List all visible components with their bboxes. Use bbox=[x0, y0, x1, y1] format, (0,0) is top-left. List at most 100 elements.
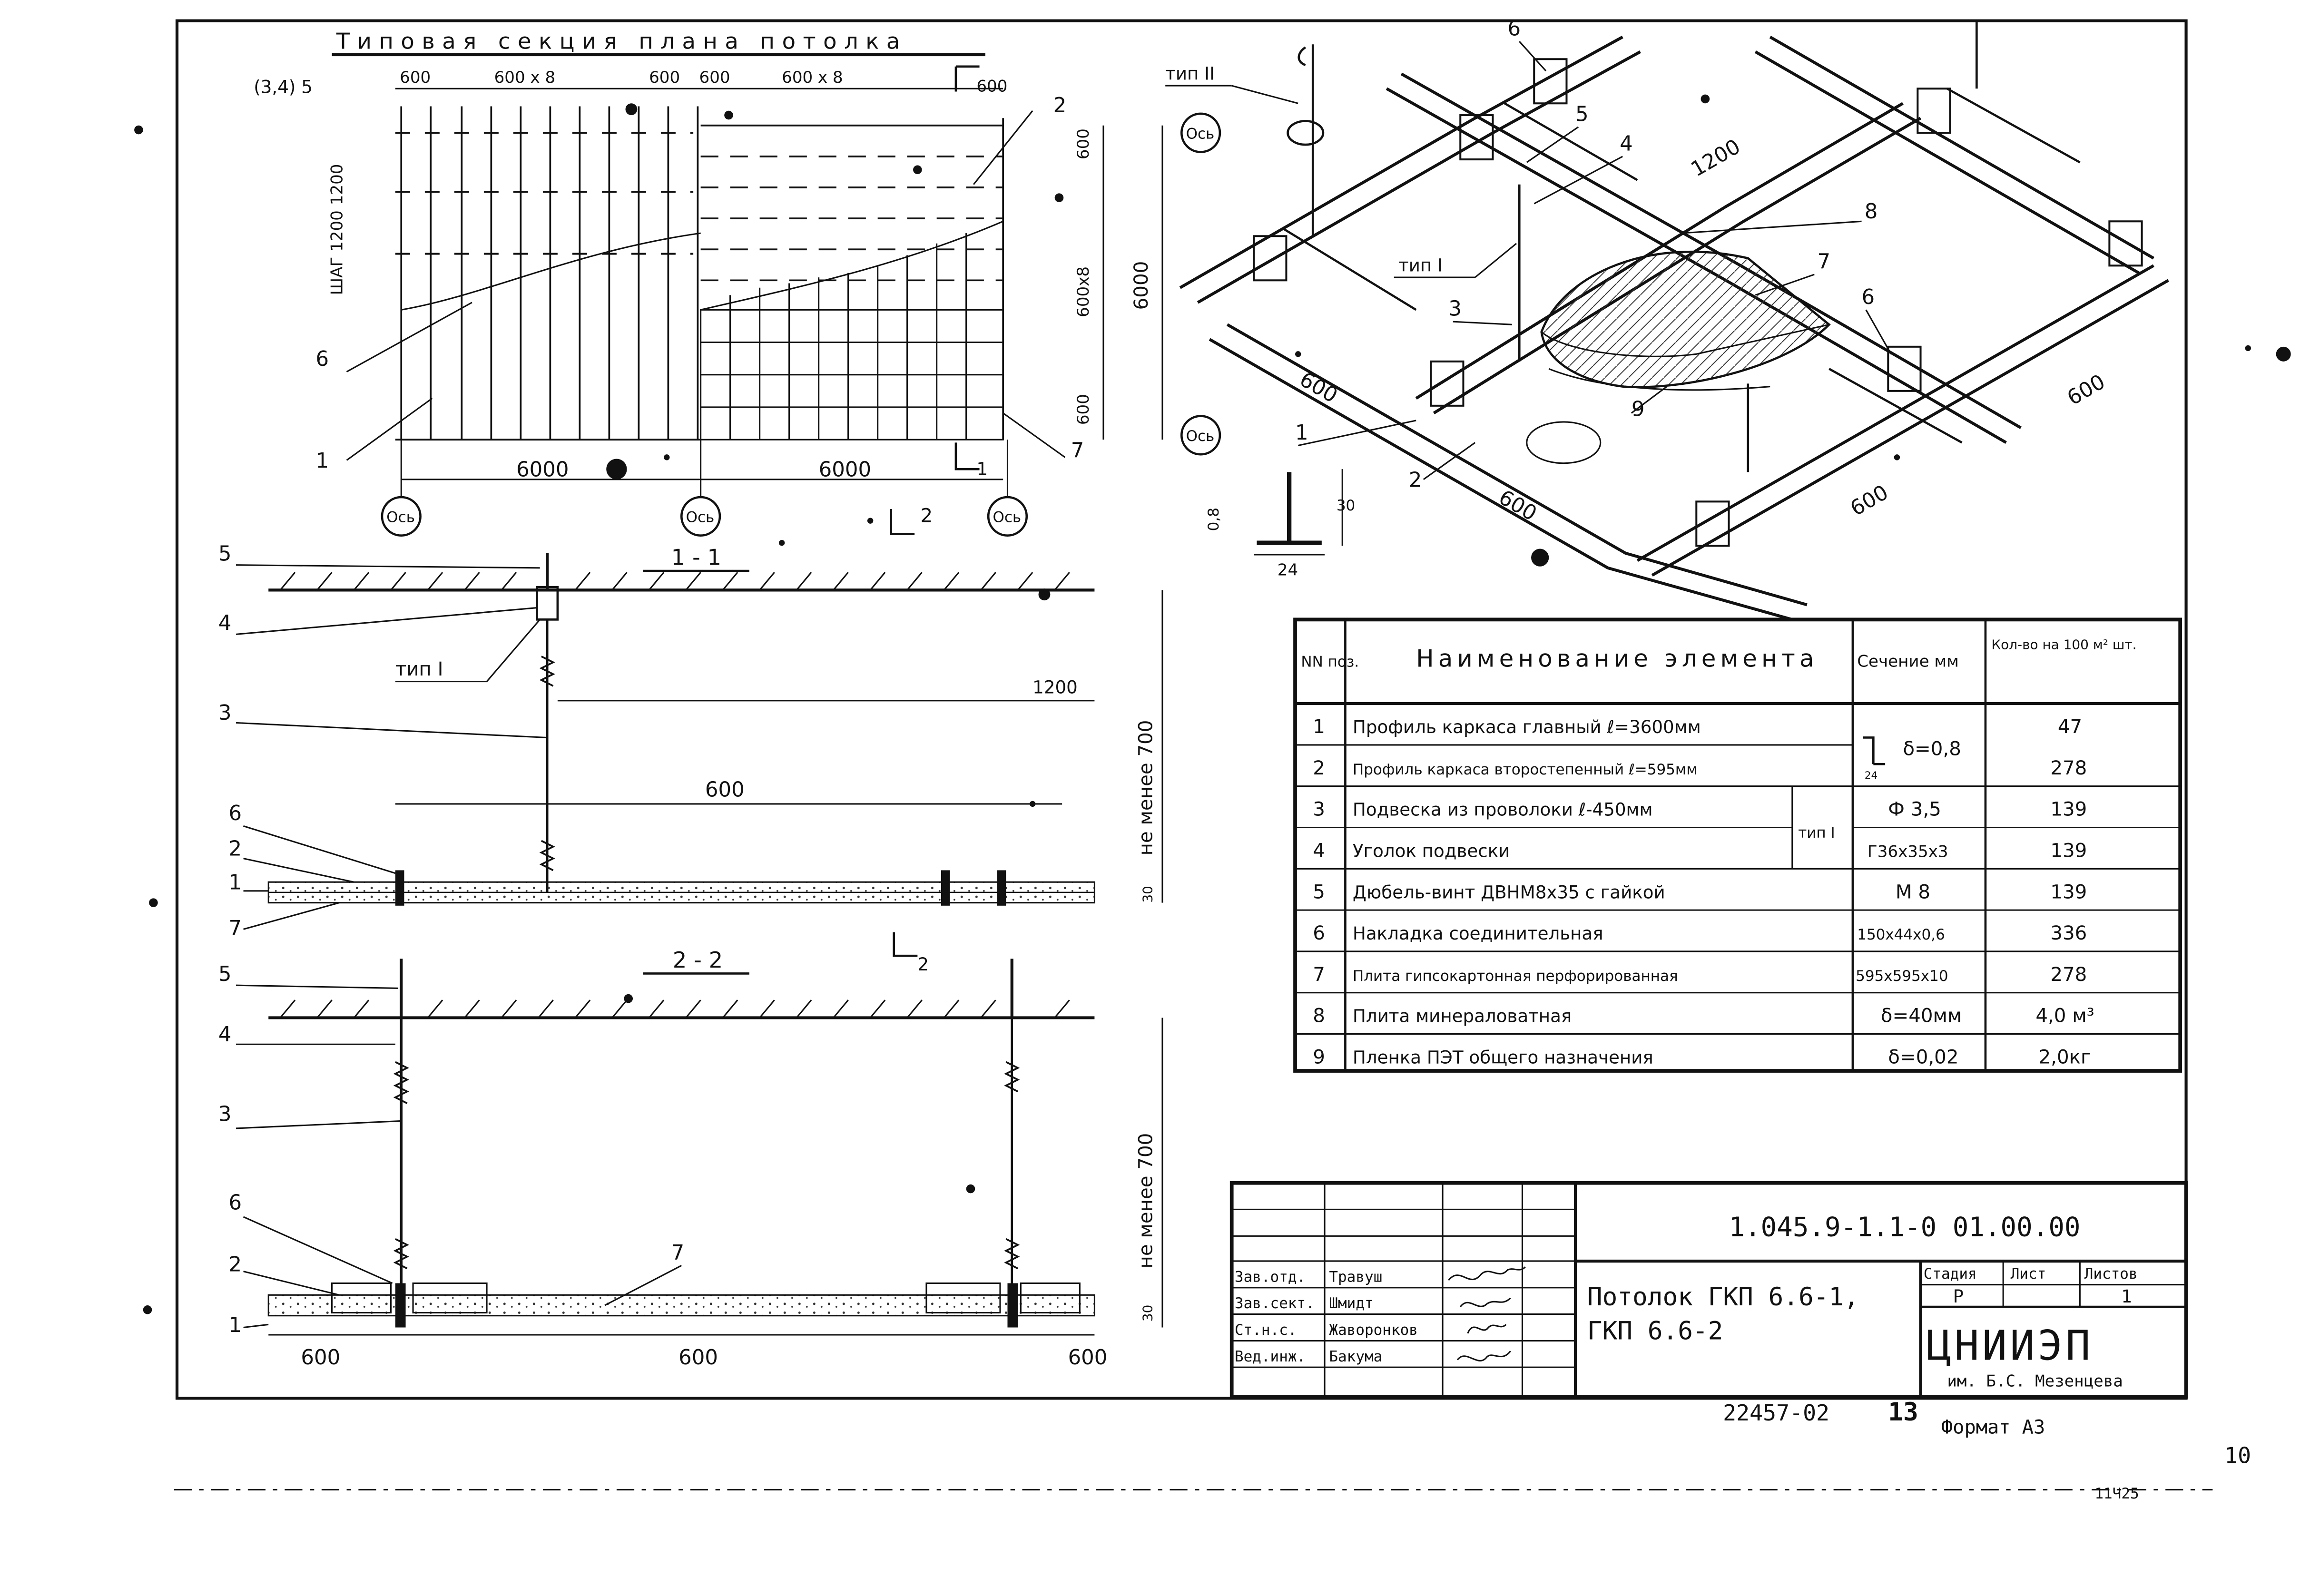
svg-text:278: 278 bbox=[2050, 757, 2087, 779]
svg-text:24: 24 bbox=[1278, 560, 1298, 579]
svg-text:7: 7 bbox=[1818, 250, 1831, 274]
plan-title: Типовая секция плана потолка bbox=[336, 29, 907, 54]
svg-text:Г36х35х3: Г36х35х3 bbox=[1868, 842, 1948, 862]
svg-text:8: 8 bbox=[1865, 200, 1878, 224]
svg-text:6: 6 bbox=[229, 802, 242, 825]
signatures bbox=[1448, 1266, 1526, 1361]
plan-section-marks: 1 2 bbox=[890, 442, 988, 535]
svg-text:30: 30 bbox=[1140, 1305, 1155, 1322]
plan-step-label: ШАГ 1200 1200 bbox=[327, 164, 346, 295]
svg-text:2: 2 bbox=[1053, 94, 1067, 117]
svg-text:600: 600 bbox=[705, 778, 745, 802]
svg-text:Плита гипсокартонная перфориро: Плита гипсокартонная перфорированная bbox=[1353, 968, 1678, 985]
svg-text:Ось: Ось bbox=[1186, 428, 1215, 445]
svg-text:600: 600 bbox=[678, 1346, 718, 1370]
svg-text:1: 1 bbox=[315, 449, 329, 473]
svg-text:8: 8 bbox=[1313, 1005, 1325, 1027]
svg-text:3: 3 bbox=[1313, 798, 1325, 821]
iso-view bbox=[1179, 22, 2169, 621]
svg-text:3: 3 bbox=[218, 1102, 232, 1126]
svg-text:4: 4 bbox=[1620, 132, 1633, 156]
svg-text:278: 278 bbox=[2050, 963, 2087, 986]
svg-text:М 8: М 8 bbox=[1896, 881, 1930, 903]
svg-text:47: 47 bbox=[2058, 715, 2082, 738]
svg-text:Р: Р bbox=[1953, 1286, 1964, 1307]
scan-specks bbox=[134, 94, 2291, 1314]
svg-text:6000: 6000 bbox=[516, 458, 569, 482]
svg-text:Ось: Ось bbox=[386, 509, 415, 526]
svg-text:Бакума: Бакума bbox=[1329, 1348, 1382, 1365]
svg-text:Формат А3: Формат А3 bbox=[1941, 1416, 2045, 1439]
svg-text:600: 600 bbox=[1074, 394, 1093, 425]
section-1-1: 1 - 1 1200 600 не менее 700 30 2 тип I 5… bbox=[218, 542, 1163, 975]
svg-text:6: 6 bbox=[1507, 17, 1521, 41]
svg-text:4: 4 bbox=[1313, 840, 1325, 862]
svg-text:1: 1 bbox=[976, 459, 988, 480]
plan-view: Типовая секция плана потолка (3,4) 5 600… bbox=[254, 29, 1221, 537]
plan-left-grid bbox=[395, 106, 701, 441]
svg-text:Сечение мм: Сечение мм bbox=[1857, 652, 1959, 671]
svg-text:Зав.отд.: Зав.отд. bbox=[1235, 1268, 1306, 1285]
svg-text:6: 6 bbox=[1862, 285, 1875, 309]
svg-text:600: 600 bbox=[976, 77, 1007, 96]
plan-leaders: 6 1 2 7 bbox=[315, 94, 1084, 473]
svg-text:9: 9 bbox=[1313, 1046, 1325, 1068]
section-1-1-title: 1 - 1 bbox=[671, 545, 722, 570]
svg-text:Стадия: Стадия bbox=[1924, 1265, 1977, 1283]
svg-text:4: 4 bbox=[218, 1023, 232, 1047]
svg-text:4,0 м³: 4,0 м³ bbox=[2035, 1005, 2094, 1027]
svg-text:Накладка соединительная: Накладка соединительная bbox=[1353, 923, 1603, 944]
svg-text:600: 600 bbox=[400, 68, 431, 87]
svg-text:Ф 3,5: Ф 3,5 bbox=[1888, 798, 1941, 821]
plan-right-grid bbox=[700, 118, 1004, 441]
svg-text:2: 2 bbox=[1313, 757, 1325, 779]
svg-text:Профиль каркаса главный ℓ=360: Профиль каркаса главный ℓ=3600мм bbox=[1353, 716, 1701, 737]
svg-text:тип I: тип I bbox=[1798, 824, 1835, 842]
svg-text:7: 7 bbox=[1313, 963, 1325, 986]
svg-text:Шмидт: Шмидт bbox=[1329, 1295, 1373, 1312]
svg-text:2: 2 bbox=[229, 837, 242, 861]
svg-text:δ=0,8: δ=0,8 bbox=[1903, 738, 1961, 760]
svg-text:Пленка ПЭТ общего назначения: Пленка ПЭТ общего назначения bbox=[1353, 1047, 1653, 1068]
svg-text:600х8: 600х8 bbox=[1074, 266, 1093, 317]
svg-text:22457-02: 22457-02 bbox=[1723, 1400, 1829, 1426]
svg-text:тип I: тип I bbox=[1398, 255, 1443, 276]
svg-text:595х595х10: 595х595х10 bbox=[1856, 968, 1948, 985]
section-2-2: 2 - 2 не менее 700 30 600 600 600 5 4 3 bbox=[218, 947, 1163, 1370]
svg-text:Потолок ГКП 6.6-1,: Потолок ГКП 6.6-1, bbox=[1587, 1283, 1859, 1312]
svg-text:не менее 700: не менее 700 bbox=[1134, 720, 1157, 856]
svg-text:Ось: Ось bbox=[993, 509, 1021, 526]
svg-text:δ=40мм: δ=40мм bbox=[1881, 1005, 1962, 1027]
svg-text:150х44х0,6: 150х44х0,6 bbox=[1857, 926, 1945, 943]
svg-text:5: 5 bbox=[218, 542, 232, 566]
svg-text:9: 9 bbox=[1632, 398, 1645, 421]
svg-text:600: 600 bbox=[699, 68, 730, 87]
sheet-frame bbox=[174, 19, 2213, 1491]
plan-dim-bottom: 6000 6000 bbox=[401, 458, 1003, 482]
svg-text:600: 600 bbox=[1074, 128, 1093, 159]
svg-text:6000: 6000 bbox=[819, 458, 871, 482]
svg-text:2: 2 bbox=[229, 1253, 242, 1277]
section-1-1-type: тип I bbox=[395, 658, 443, 680]
svg-text:ГКП 6.6-2: ГКП 6.6-2 bbox=[1587, 1316, 1723, 1345]
svg-text:11Ч25: 11Ч25 bbox=[2094, 1485, 2139, 1502]
svg-text:Кол-во на 100 м² шт.: Кол-во на 100 м² шт. bbox=[1991, 636, 2136, 652]
svg-text:Ст.н.с.: Ст.н.с. bbox=[1235, 1322, 1297, 1339]
svg-text:Уголок подвески: Уголок подвески bbox=[1353, 841, 1510, 862]
svg-text:Наименование элемента: Наименование элемента bbox=[1416, 645, 1819, 673]
svg-text:1: 1 bbox=[1313, 715, 1325, 738]
svg-text:600: 600 bbox=[649, 68, 680, 87]
svg-text:Травуш: Травуш bbox=[1329, 1268, 1382, 1285]
svg-text:30: 30 bbox=[1337, 497, 1355, 514]
svg-text:1200: 1200 bbox=[1032, 676, 1078, 697]
svg-text:7: 7 bbox=[671, 1241, 685, 1265]
svg-text:Зав.сект.: Зав.сект. bbox=[1235, 1295, 1315, 1312]
svg-text:δ=0,02: δ=0,02 bbox=[1888, 1046, 1958, 1068]
plan-dim-top: 600 600 х 8 600 600 600 х 8 600 bbox=[395, 65, 1007, 96]
svg-text:6: 6 bbox=[229, 1191, 242, 1214]
svg-text:Подвеска из проволоки ℓ-450мм: Подвеска из проволоки ℓ-450мм bbox=[1353, 799, 1653, 820]
svg-text:0,8: 0,8 bbox=[1205, 508, 1222, 531]
svg-text:1: 1 bbox=[229, 1313, 242, 1337]
svg-text:Плита минераловатная: Плита минераловатная bbox=[1353, 1006, 1572, 1027]
svg-text:600: 600 bbox=[301, 1346, 340, 1370]
